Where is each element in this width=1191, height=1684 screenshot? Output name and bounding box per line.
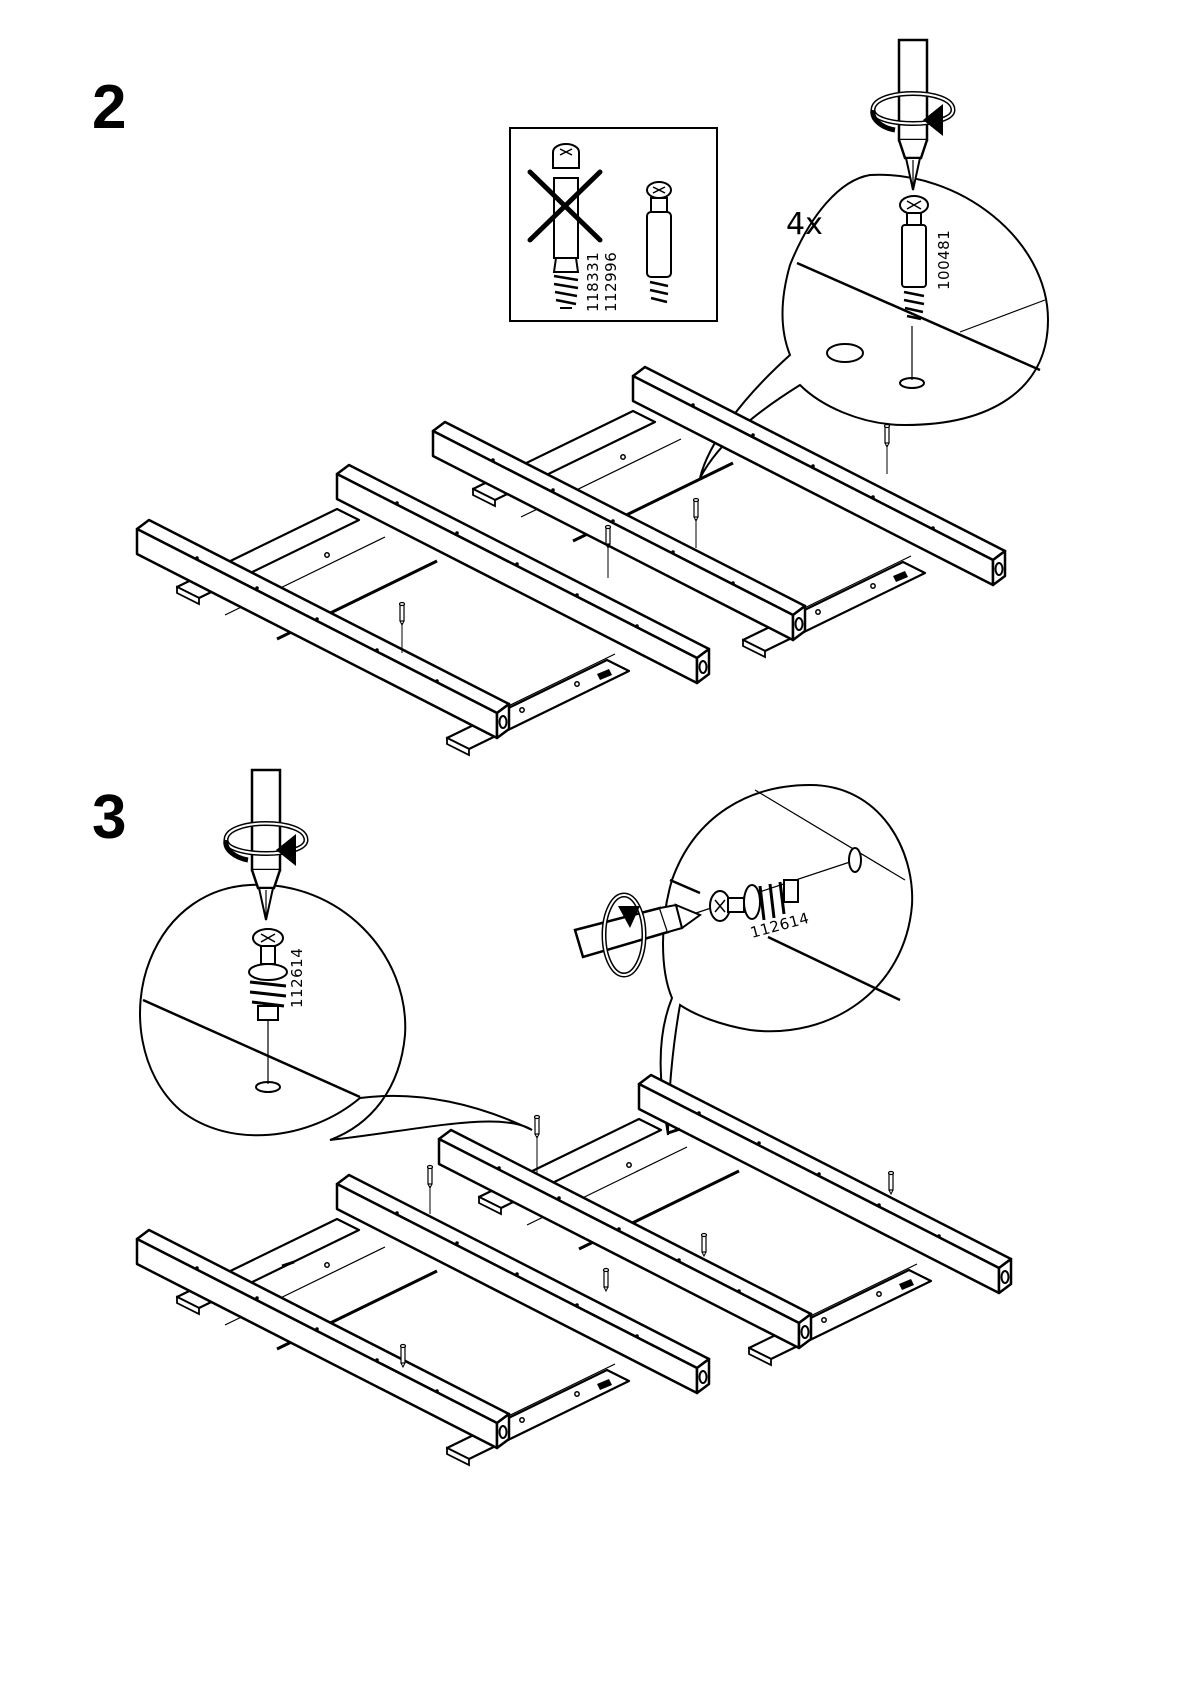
step-number-3: 3 [92, 783, 126, 852]
wrong-part-number-2: 112996 [602, 252, 620, 312]
detail-circle-step-3-right: 112614 [661, 785, 913, 1135]
screwdriver-icon [873, 40, 953, 190]
bed-frame-left [137, 465, 709, 755]
wrong-part-box: 118331 112996 [510, 128, 717, 321]
bed-frame-right-step-3 [439, 1075, 1011, 1365]
quantity-label: 4x [786, 207, 823, 242]
part-number-left: 112614 [288, 948, 306, 1008]
step-number-2: 2 [92, 73, 126, 142]
wrong-part-number-1: 118331 [584, 252, 602, 312]
detail-circle-step-3-left: 112614 [140, 885, 532, 1140]
step-3: 3 112614 [92, 770, 1011, 1465]
part-number-label: 100481 [935, 230, 953, 290]
step-2: 2 118331 112996 [92, 40, 1048, 755]
